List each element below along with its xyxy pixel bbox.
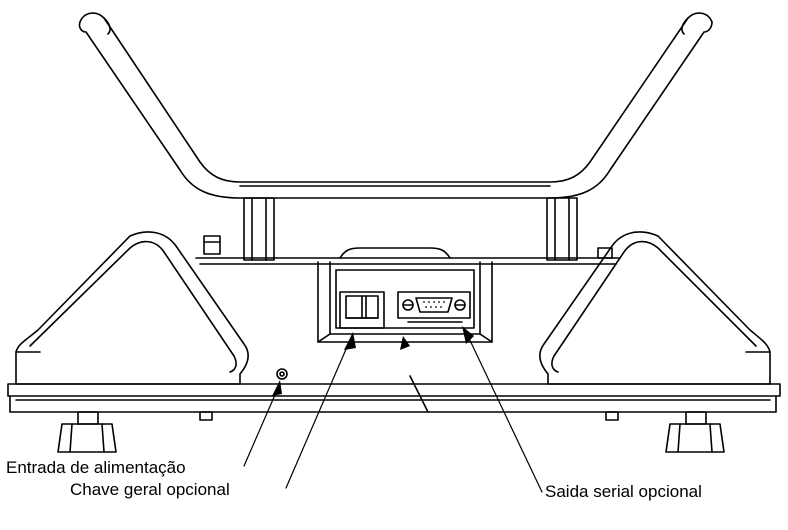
callout-power-input: Entrada de alimentação bbox=[6, 458, 186, 477]
base-plate bbox=[7, 375, 781, 421]
arrowhead-serial bbox=[462, 326, 474, 344]
leveling-feet bbox=[57, 411, 725, 453]
base-housing bbox=[195, 247, 621, 265]
serial-connector bbox=[397, 291, 471, 323]
arrowhead-switch bbox=[344, 332, 356, 350]
callout-arrowheads bbox=[272, 326, 474, 396]
right-housing-wing bbox=[539, 231, 771, 385]
arrowhead-extra bbox=[400, 336, 410, 350]
left-housing-wing bbox=[15, 231, 249, 385]
main-switch bbox=[339, 291, 385, 329]
callout-leaders bbox=[243, 331, 543, 493]
power-input-jack bbox=[276, 368, 288, 380]
callout-serial-output: Saida serial opcional bbox=[545, 482, 702, 501]
top-bolts bbox=[203, 235, 613, 259]
support-columns bbox=[243, 197, 578, 261]
arrowhead-power bbox=[272, 380, 282, 396]
platform-support-frame bbox=[78, 12, 713, 199]
callout-main-switch: Chave geral opcional bbox=[70, 480, 230, 499]
